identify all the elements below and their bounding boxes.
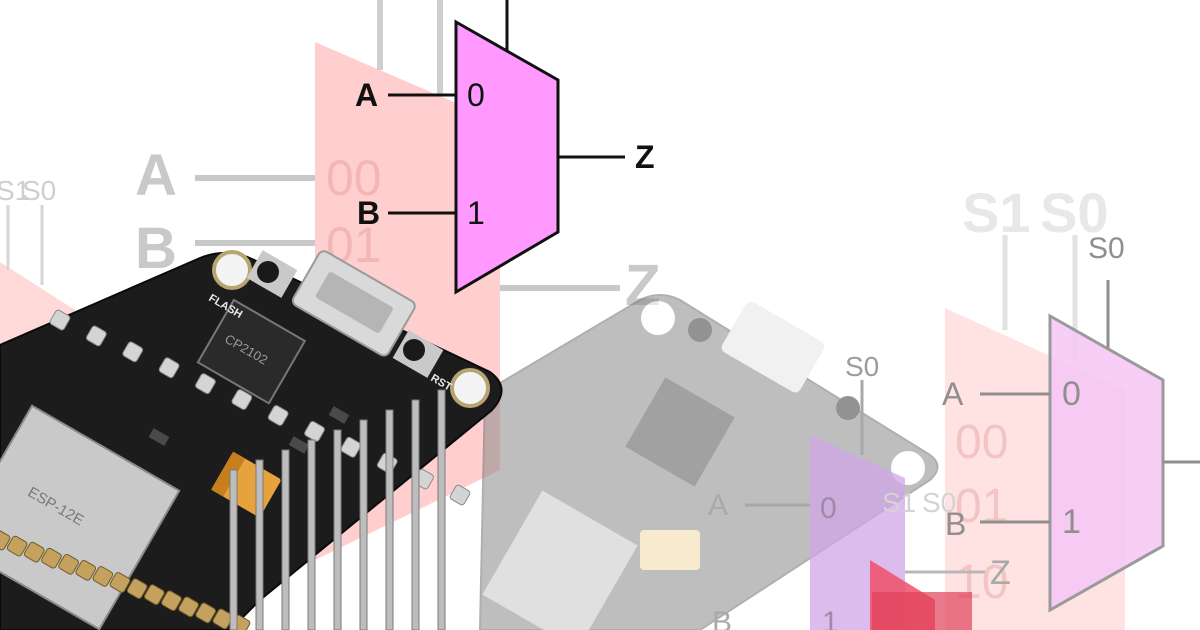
header-pin: [195, 373, 216, 394]
mid-mux-output-z-label: Z: [990, 554, 1011, 592]
main-mux: A B 0 1 Z: [355, 0, 655, 295]
right-mux-s0-label: S0: [1088, 232, 1125, 265]
ghost-tiny-s1-label: S1: [0, 175, 30, 206]
header-pin: [0, 529, 11, 551]
main-mux-output-z-label: Z: [635, 139, 655, 175]
header-pin: [109, 572, 131, 593]
rst-button: [392, 330, 444, 378]
header-pin: [267, 405, 289, 426]
board-mount-hole: [212, 250, 252, 290]
pin-header-bottom: [0, 529, 251, 630]
pin-leg: [255, 459, 264, 630]
pin-leg: [359, 419, 368, 630]
right-4to1-s1-label: S1: [962, 181, 1031, 244]
header-pin: [23, 541, 45, 563]
right-mux-input-b-label: B: [945, 506, 966, 542]
header-pin: [41, 547, 62, 569]
right-4to1-index-01: 01: [955, 480, 1008, 533]
header-pin: [126, 578, 148, 599]
right-mux-input-a-label: A: [942, 376, 964, 412]
mid-mux-input-a-label: A: [708, 489, 728, 522]
header-pin: [195, 602, 217, 624]
mid-mux-small-s1: S1: [882, 487, 916, 518]
main-mux-body: [454, 19, 560, 295]
usb-connector: [291, 250, 416, 357]
mid-mux-small-s0: S0: [922, 487, 956, 518]
right-mux-index-1: 1: [1062, 503, 1081, 541]
header-pin: [75, 560, 97, 581]
pin-legs: [229, 389, 446, 630]
header-pin: [143, 584, 165, 605]
esp-module: ESP-12E: [0, 404, 181, 630]
pin-leg: [411, 399, 420, 630]
usb-serial-chip: CP2102: [196, 298, 307, 405]
pin-leg: [333, 429, 342, 630]
nodemcu-board: CP2102 ESP-12E FLASH RST: [0, 250, 503, 630]
header-pin: [6, 535, 28, 557]
pin-leg: [229, 469, 238, 630]
right-mux-body: [1048, 313, 1165, 613]
header-pin: [449, 484, 471, 506]
main-mux-index-1: 1: [467, 195, 485, 231]
right-mux-index-0: 0: [1062, 375, 1081, 413]
header-pin: [161, 590, 182, 612]
header-pin: [122, 341, 144, 363]
header-pin: [58, 553, 79, 575]
header-pin: [49, 309, 71, 331]
board-mount-hole: [450, 368, 490, 408]
header-pin: [158, 357, 180, 379]
pin-leg: [307, 439, 316, 630]
pin-leg: [281, 449, 290, 630]
right-mux: S0 A B 0 1: [942, 232, 1200, 613]
header-pin: [92, 566, 114, 587]
header-pin: [340, 436, 362, 458]
mid-mux-index-1: 1: [822, 606, 839, 630]
main-mux-input-a-label: A: [355, 77, 378, 113]
ghost-input-a-label: A: [135, 143, 177, 208]
main-mux-input-b-label: B: [357, 195, 380, 231]
right-4to1-index-00: 00: [955, 416, 1008, 469]
header-pin: [304, 421, 325, 442]
header-pin: [86, 325, 107, 347]
pin-leg: [437, 389, 446, 630]
pin-header-top: [49, 309, 471, 506]
header-pin: [178, 596, 199, 618]
flash-button: [246, 250, 298, 298]
mid-mux: S0 A 0 S1 S0 Z B 1: [708, 351, 1011, 630]
mid-mux-input-b-label: B: [712, 606, 732, 630]
pin-leg: [385, 409, 394, 630]
mid-mux-index-0: 0: [820, 492, 837, 525]
ghost-index-00: 00: [326, 150, 382, 206]
mid-mux-s0-label: S0: [845, 351, 879, 382]
right-4to1-s0-label: S0: [1040, 181, 1109, 244]
header-pin: [231, 389, 253, 410]
main-mux-index-0: 0: [467, 77, 485, 113]
ghost-tiny-s0-label: S0: [22, 175, 56, 206]
